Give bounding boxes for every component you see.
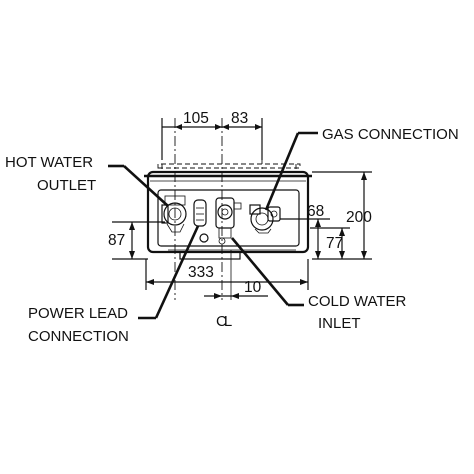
power-lead-label-line1: POWER LEAD xyxy=(28,305,128,322)
hot-water-label-line1: HOT WATER xyxy=(5,154,93,171)
bottom-dimensions: 333 10 xyxy=(145,259,309,299)
dim-87: 87 xyxy=(108,232,125,249)
centerline-label: CL xyxy=(216,313,232,330)
dim-83: 83 xyxy=(231,110,248,127)
power-lead-label-line2: CONNECTION xyxy=(28,328,129,345)
centerline-symbol: CL xyxy=(216,313,235,330)
right-dimensions: 200 68 77 xyxy=(280,171,372,260)
hot-water-label-line2: OUTLET xyxy=(37,177,96,194)
dim-333: 333 xyxy=(188,264,214,281)
left-dimension: 87 xyxy=(108,221,165,260)
dim-68: 68 xyxy=(307,203,324,220)
dim-77: 77 xyxy=(326,235,343,252)
cold-water-label-line2: INLET xyxy=(318,315,361,332)
dim-10: 10 xyxy=(244,279,262,296)
callout-labels: GAS CONNECTION HOT WATER OUTLET POWER LE… xyxy=(5,126,459,345)
power-lead-fitting xyxy=(193,199,209,243)
gas-connection-label: GAS CONNECTION xyxy=(322,126,459,143)
dim-105: 105 xyxy=(183,110,209,127)
dim-200: 200 xyxy=(346,209,372,226)
gas-fitting xyxy=(249,204,281,234)
cold-water-label-line1: COLD WATER xyxy=(308,293,407,310)
top-dimensions: 105 83 xyxy=(161,110,263,160)
leader-lines xyxy=(108,131,318,320)
